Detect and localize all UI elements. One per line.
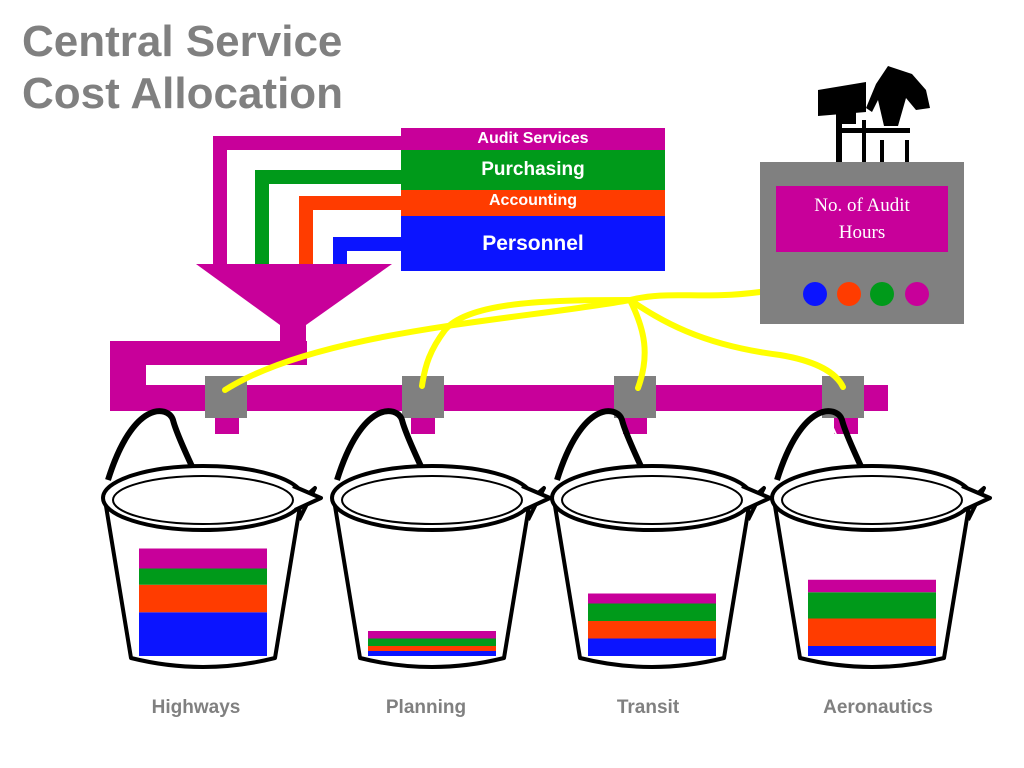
title-line-1: Central Service xyxy=(22,17,343,66)
service-purchasing: Purchasing xyxy=(401,150,665,190)
bucket-highways xyxy=(101,408,323,669)
indicator-dot-green xyxy=(870,282,894,306)
valve-transit xyxy=(614,376,656,434)
fill-purchasing xyxy=(368,638,496,646)
service-label-accounting: Accounting xyxy=(489,192,577,209)
service-label-personnel: Personnel xyxy=(482,231,584,255)
fill-audit-services xyxy=(139,548,267,569)
bucket-label-planning: Planning xyxy=(385,697,467,718)
bucket-rim-inner xyxy=(781,475,963,525)
bucket-spout xyxy=(961,484,992,512)
computer-user-icon xyxy=(818,66,930,162)
fill-personnel xyxy=(808,646,936,656)
audit-hours-line-2: Hours xyxy=(838,222,886,243)
fill-accounting xyxy=(588,621,716,639)
page-title: Central Service Cost Allocation xyxy=(22,16,343,120)
service-label-purchasing: Purchasing xyxy=(481,159,585,180)
fill-purchasing xyxy=(588,603,716,621)
fill-audit-services xyxy=(588,593,716,604)
feed-pipe-personnel xyxy=(333,237,401,266)
bucket-rim-inner xyxy=(341,475,523,525)
audit-hours-panel: No. of Audit Hours xyxy=(760,162,964,324)
bucket-rim-inner xyxy=(112,475,294,525)
control-wires xyxy=(222,289,846,393)
service-personnel: Personnel xyxy=(401,216,665,271)
valve-highways xyxy=(205,376,247,434)
bucket-spout xyxy=(292,484,323,512)
fill-accounting xyxy=(368,646,496,651)
fill-audit-services xyxy=(368,631,496,639)
bucket-transit xyxy=(550,408,772,669)
audit-hours-line-1: No. of Audit xyxy=(814,195,910,216)
feed-pipe-audit xyxy=(213,136,401,266)
fill-personnel xyxy=(368,651,496,656)
audit-hours-label: No. of Audit Hours xyxy=(776,186,948,252)
service-accounting: Accounting xyxy=(401,190,665,216)
bucket-rim-inner xyxy=(561,475,743,525)
service-audit-services: Audit Services xyxy=(401,128,665,150)
bucket-body xyxy=(332,486,546,669)
bucket-label-aeronautics: Aeronautics xyxy=(823,697,933,718)
bucket-label-highways: Highways xyxy=(151,697,241,718)
bucket-aeronautics xyxy=(770,408,992,669)
feed-pipe-accounting xyxy=(299,196,401,266)
fill-accounting xyxy=(808,618,936,646)
fill-personnel xyxy=(588,638,716,656)
bucket-spout xyxy=(741,484,772,512)
bucket-label-transit: Transit xyxy=(616,697,680,718)
fill-purchasing xyxy=(808,592,936,619)
indicator-dot-magenta xyxy=(905,282,929,306)
service-label-audit-services: Audit Services xyxy=(477,130,589,147)
fill-purchasing xyxy=(139,568,267,585)
indicator-dot-blue xyxy=(803,282,827,306)
feed-pipe-purchasing xyxy=(255,170,401,266)
fill-personnel xyxy=(139,612,267,656)
fill-accounting xyxy=(139,584,267,613)
indicator-dot-red xyxy=(837,282,861,306)
bucket-planning xyxy=(330,408,552,669)
funnel xyxy=(196,264,392,325)
fill-audit-services xyxy=(808,579,936,593)
title-line-2: Cost Allocation xyxy=(22,69,344,118)
bucket-spout xyxy=(521,484,552,512)
